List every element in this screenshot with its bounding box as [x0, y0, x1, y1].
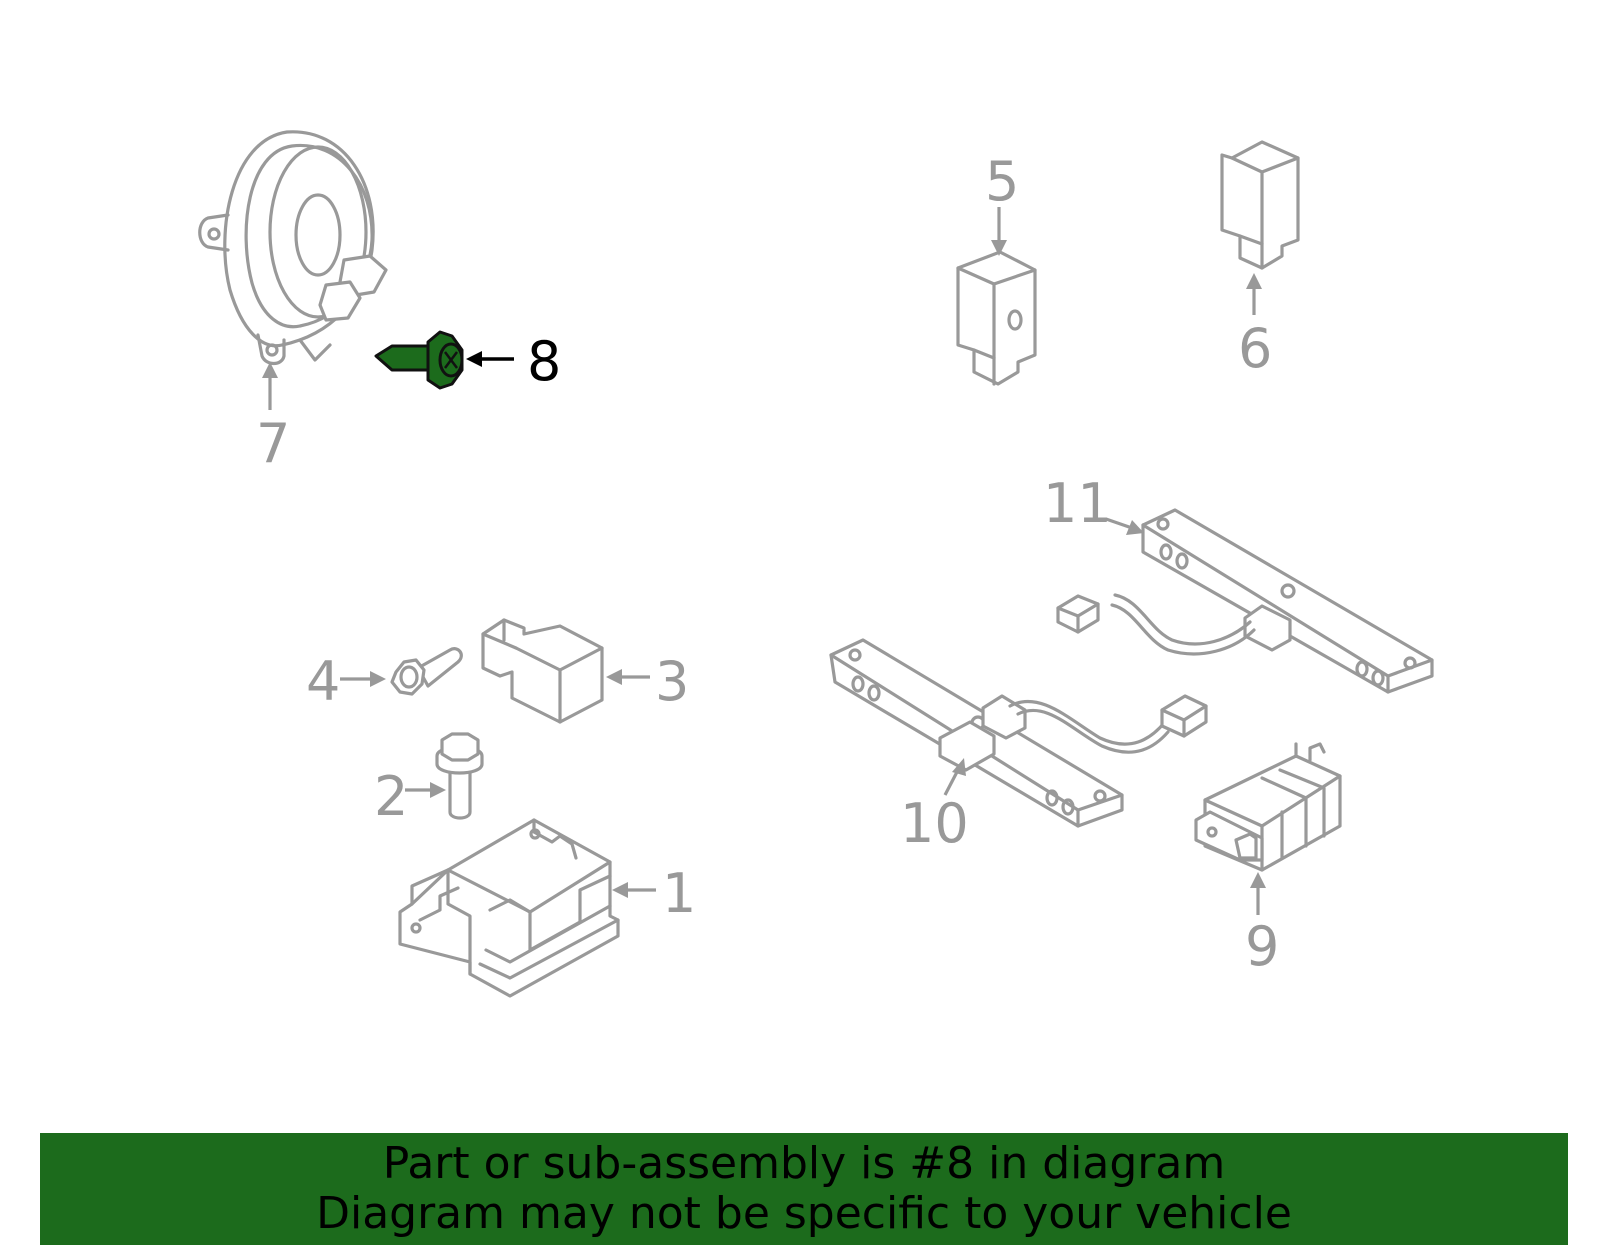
- callout-11: 11: [1043, 472, 1112, 535]
- part-10-seat-rail[interactable]: [829, 638, 1208, 828]
- part-3-sensor[interactable]: [481, 618, 604, 724]
- part-1-control-module[interactable]: [398, 818, 620, 998]
- part-4-bolt[interactable]: [390, 647, 463, 696]
- callout-9: 9: [1245, 915, 1279, 978]
- banner-line-part: Part or sub-assembly is #8 in diagram: [382, 1138, 1226, 1189]
- part-5-sensor[interactable]: [956, 250, 1037, 386]
- callout-1: 1: [662, 862, 696, 925]
- callout-5: 5: [985, 150, 1019, 213]
- part-11-seat-rail[interactable]: [1056, 508, 1434, 694]
- callout-10: 10: [900, 792, 969, 855]
- part-8-screw[interactable]: [374, 330, 464, 390]
- part-7-clock-spring[interactable]: [198, 130, 388, 366]
- callout-2: 2: [374, 765, 408, 828]
- part-9-module[interactable]: [1194, 742, 1342, 872]
- callout-4: 4: [306, 650, 340, 713]
- part-2-bolt[interactable]: [435, 732, 484, 820]
- part-6-sensor[interactable]: [1220, 140, 1300, 270]
- callout-7: 7: [256, 412, 290, 475]
- info-banner: Part or sub-assembly is #8 in diagram Di…: [40, 1133, 1568, 1245]
- callout-3: 3: [655, 650, 689, 713]
- callout-8: 8: [527, 330, 561, 393]
- callout-6: 6: [1238, 317, 1272, 380]
- banner-line-disclaimer: Diagram may not be specific to your vehi…: [316, 1188, 1292, 1239]
